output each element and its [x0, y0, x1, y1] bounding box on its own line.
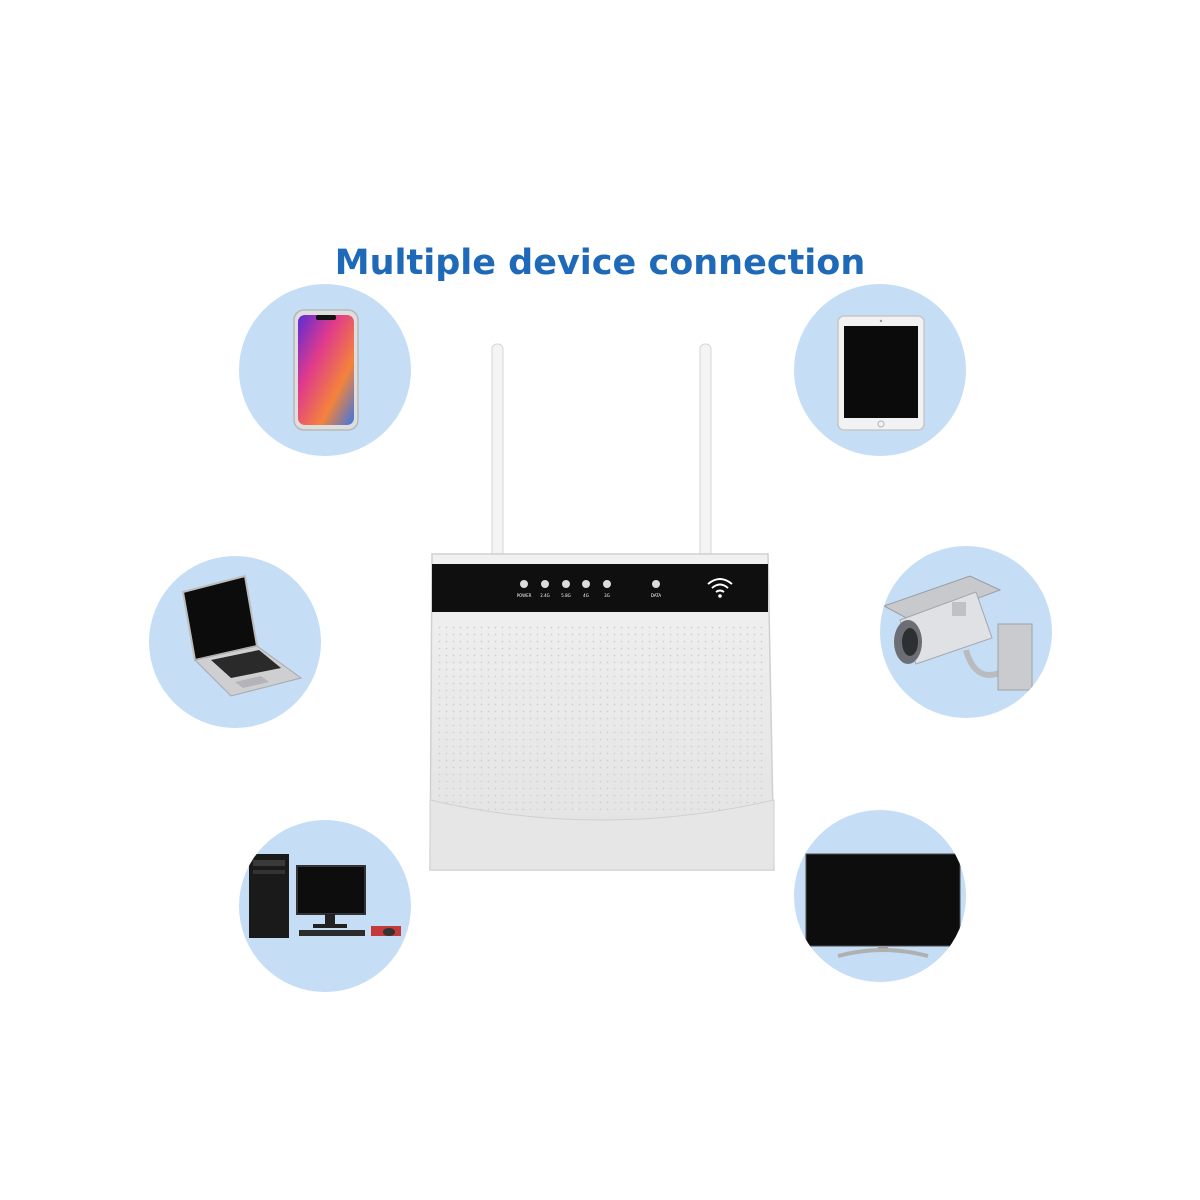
svg-text:POWER: POWER [517, 593, 532, 598]
desktop-pc-icon [249, 854, 401, 938]
laptop-bubble [149, 556, 321, 728]
led-3g: 3G [603, 580, 611, 598]
smartphone-icon [293, 309, 359, 431]
laptop-icon [181, 574, 303, 697]
led-power: POWER [517, 580, 532, 598]
svg-text:2.4G: 2.4G [540, 593, 549, 598]
led-data: DATA [651, 580, 662, 598]
desktop-pc-bubble [239, 820, 411, 992]
antenna-left [491, 343, 504, 565]
monitor-bubble [794, 810, 966, 982]
tablet-bubble [794, 284, 966, 456]
antenna-right [699, 343, 712, 565]
monitor-icon [805, 853, 961, 958]
router-image: POWER 2.4G 5.8G 4G 3G DATA [429, 343, 775, 871]
smartphone-bubble [239, 284, 411, 456]
security-camera-bubble [880, 546, 1052, 718]
tablet-icon [837, 315, 925, 431]
security-camera-icon [882, 575, 1033, 691]
svg-text:4G: 4G [583, 593, 589, 598]
led-5-8g: 5.8G [561, 580, 571, 598]
svg-text:5.8G: 5.8G [561, 593, 570, 598]
headline: Multiple device connection [334, 243, 866, 283]
svg-text:3G: 3G [604, 593, 610, 598]
wifi-icon [707, 578, 733, 598]
led-panel [432, 564, 768, 612]
svg-text:DATA: DATA [651, 593, 662, 598]
led-2-4g: 2.4G [540, 580, 550, 598]
led-4g: 4G [582, 580, 590, 598]
